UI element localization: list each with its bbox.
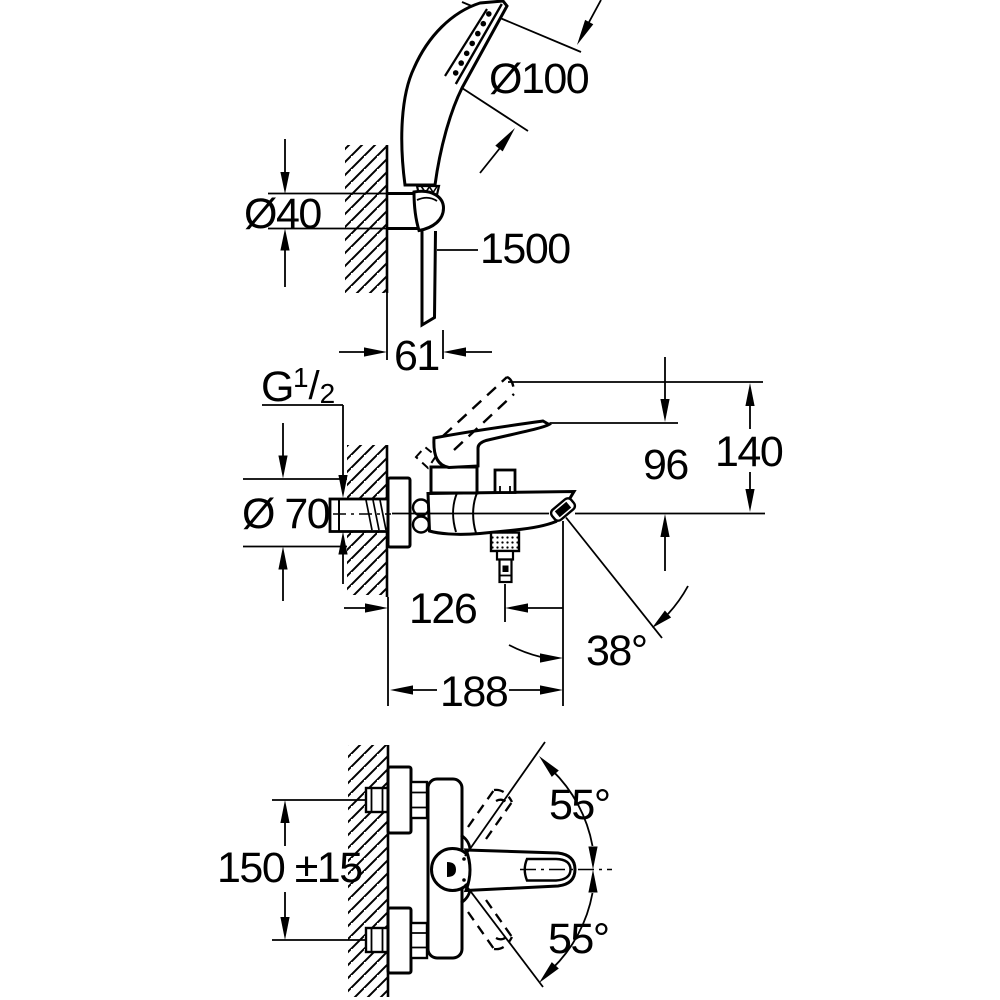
dim-inlet-center-distance: 150 ±15 xyxy=(217,844,363,892)
lever-screw-recess xyxy=(447,862,456,877)
dim-hose-length: 1500 xyxy=(480,225,571,273)
mixer-side-view xyxy=(243,375,765,706)
thread-numerator: 1 xyxy=(292,362,309,393)
thread-denominator: 2 xyxy=(319,378,336,409)
dim-lever-height: 96 xyxy=(643,441,689,489)
dimension-arrowheads xyxy=(278,19,755,983)
shower-head-outline xyxy=(400,0,509,187)
hand-shower-view xyxy=(268,0,582,360)
escutcheon-side xyxy=(386,476,412,549)
thread-slash: / xyxy=(308,364,320,408)
escutcheon-bottom-plan xyxy=(386,906,413,975)
escutcheon-top-plan xyxy=(386,765,413,835)
dimension-lines xyxy=(262,0,751,918)
dim-overall-height: 140 xyxy=(715,428,784,476)
dim-swivel-angle-down: 55° xyxy=(548,915,610,963)
spray-direction-line xyxy=(565,516,663,639)
cartridge-housing xyxy=(429,465,479,495)
lever-closed-position xyxy=(432,419,552,470)
dim-spout-center-reach: 126 xyxy=(409,585,478,633)
dim-shower-head-diameter: Ø100 xyxy=(489,55,590,103)
thread-prefix: G xyxy=(261,363,294,411)
lever-swivel-dashed xyxy=(467,788,514,951)
mixer-top-view xyxy=(272,741,612,997)
spout-aerator xyxy=(549,497,577,522)
dim-overall-reach: 188 xyxy=(440,668,509,716)
dim-thread-size: G1/2 xyxy=(261,363,336,411)
spray-nozzle-dots xyxy=(452,11,492,76)
dim-holder-diameter: Ø40 xyxy=(244,190,322,238)
dim-swivel-angle-up: 55° xyxy=(549,781,611,829)
shower-hose xyxy=(420,230,437,328)
diverter-knurled-knob xyxy=(489,531,521,553)
dim-spray-angle: 38° xyxy=(586,627,648,675)
lever-open-position-dashed xyxy=(442,375,516,451)
wall-hatch-top xyxy=(345,145,387,293)
shower-outlet-port xyxy=(493,468,517,494)
dim-escutcheon-diameter: Ø 70 xyxy=(242,490,331,538)
dim-holder-projection: 61 xyxy=(394,332,440,380)
